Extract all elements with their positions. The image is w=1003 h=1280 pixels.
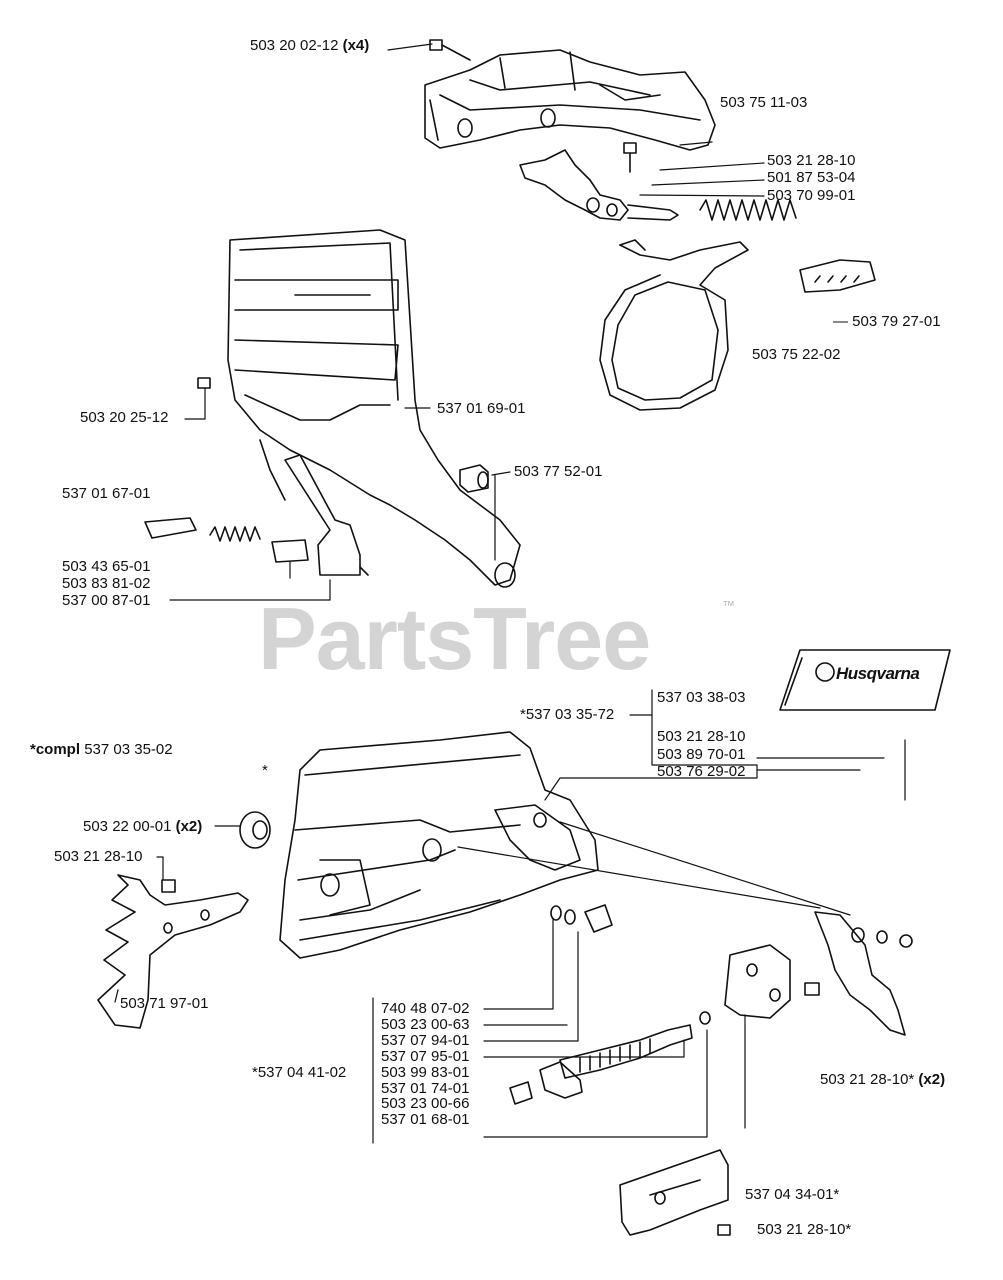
brake-bracket-part — [799, 259, 876, 293]
part-label: 537 00 87-01 — [62, 592, 151, 609]
part-label: 503 83 81-02 — [62, 575, 151, 592]
kit-part-item: 537 01 68-01 — [381, 1111, 470, 1129]
brake-lever-part — [519, 149, 679, 221]
handle-screw-part — [161, 879, 176, 893]
part-label: 503 22 00-01 (x2) — [83, 818, 203, 835]
part-label: 537 04 34-01* — [745, 1186, 840, 1203]
guard-pin-part — [284, 454, 369, 576]
top-screw-part — [429, 39, 471, 61]
part-label: 503 71 97-01 — [120, 995, 209, 1012]
kit-part-item: 503 99 83-01 — [381, 1063, 470, 1081]
part-label: *compl 537 03 35-02 — [30, 741, 173, 758]
part-label: 503 77 52-01 — [514, 463, 603, 480]
tensioner-screw-part — [559, 1011, 711, 1079]
tensioner-nut-part — [509, 1061, 583, 1105]
part-label: 537 03 38-03 — [657, 689, 746, 706]
part-label: 503 21 28-10 — [767, 152, 856, 169]
bushing-part — [459, 464, 489, 493]
right-brace-part — [814, 911, 913, 1036]
part-label: 503 21 28-10* (x2) — [820, 1071, 946, 1088]
husqvarna-decal — [779, 649, 951, 711]
bottom-cover-plate-part — [619, 1149, 731, 1236]
part-label: 503 89 70-01 — [657, 746, 746, 763]
chain-tensioner-plate-part — [724, 944, 820, 1019]
part-label: 503 75 22-02 — [752, 346, 841, 363]
kit-part-item: 537 01 74-01 — [381, 1079, 470, 1097]
kit-part-item: 503 23 00-63 — [381, 1015, 470, 1033]
kit-part-item: 740 48 07-02 — [381, 1000, 470, 1017]
kit-part-list: 740 48 07-02 503 23 00-63 537 07 94-01 5… — [381, 1001, 469, 1128]
part-label: * — [262, 762, 268, 779]
leader-lines — [114, 43, 906, 1144]
top-brake-cover-part — [424, 49, 716, 151]
part-label: 503 21 28-10 — [657, 728, 746, 745]
kit-part-item: 537 07 95-01 — [381, 1047, 470, 1065]
watermark-text: PartsTree — [258, 589, 651, 688]
part-label: 503 75 11-03 — [720, 94, 808, 111]
part-label: 503 43 65-01 — [62, 558, 151, 575]
part-label: 537 01 69-01 — [437, 400, 526, 417]
clutch-cover-part — [279, 731, 599, 959]
washer-part — [239, 811, 271, 849]
part-label: *537 04 41-02 — [252, 1064, 347, 1081]
part-label: 503 76 29-02 — [657, 763, 746, 780]
part-label: 503 70 99-01 — [767, 187, 856, 204]
hand-guard-part — [227, 229, 521, 588]
part-label: 537 01 67-01 — [62, 485, 151, 502]
small-screw-part — [623, 142, 637, 173]
spring-part — [699, 199, 797, 221]
part-label: 503 21 28-10* — [757, 1221, 852, 1238]
trademark-symbol: ™ — [722, 598, 735, 613]
part-label: *537 03 35-72 — [520, 706, 615, 723]
part-label: 503 21 28-10 — [54, 848, 143, 865]
kit-part-item: 537 07 94-01 — [381, 1031, 470, 1049]
part-label: 501 87 53-04 — [767, 169, 856, 186]
brand-logo-text: Husqvarna — [836, 664, 920, 683]
spring-set-part — [144, 517, 309, 563]
part-label: — 503 79 27-01 — [833, 313, 941, 330]
brake-band-part — [599, 239, 749, 411]
front-handle-part — [97, 874, 249, 1029]
small-washers-part — [550, 904, 613, 933]
hand-guard-screw-part — [197, 377, 211, 389]
part-label: 503 20 02-12 (x4) — [250, 37, 370, 54]
kit-part-item: 503 23 00-66 — [381, 1095, 470, 1113]
part-label: 503 20 25-12 — [80, 409, 169, 426]
